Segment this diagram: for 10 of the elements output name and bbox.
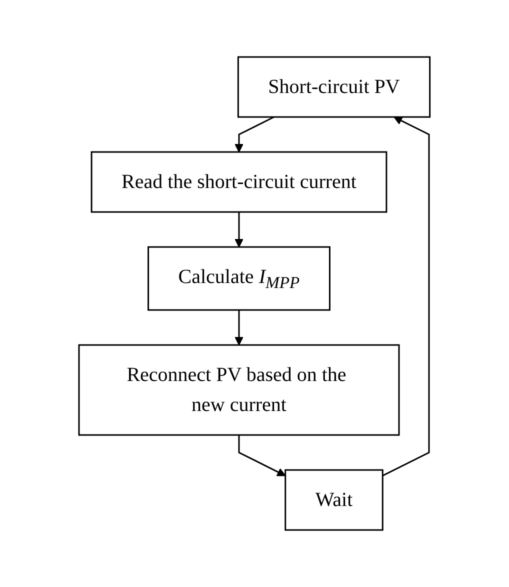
node-box: Read the short-circuit current (90, 151, 388, 213)
node-box: Short-circuit PV (238, 56, 431, 118)
arrow (238, 435, 286, 476)
node-box: Calculate I$_{MPP}$ (148, 246, 331, 311)
arrow (234, 212, 244, 248)
arrow (234, 310, 244, 346)
arrow (382, 116, 430, 476)
arrow (234, 116, 274, 152)
node-box: Wait (284, 469, 384, 531)
node-box: Reconnect PV based on the new current (78, 344, 400, 436)
